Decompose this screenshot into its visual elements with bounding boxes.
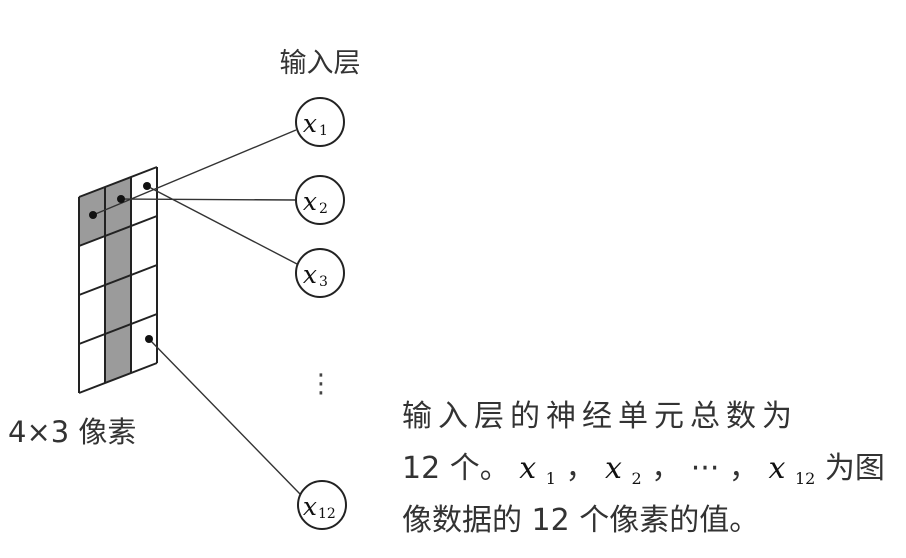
neuron-x1: x 1 xyxy=(295,97,345,147)
neuron-x1-sub: 1 xyxy=(319,123,328,139)
caption-line-2: 12 个。 x 1 ， x 2 ， ··· ， x 12 为图 xyxy=(402,451,885,492)
neuron-x3: x 3 xyxy=(295,248,345,298)
neuron-x12-sub: 12 xyxy=(318,506,336,522)
neuron-x2-sub: 2 xyxy=(319,201,328,217)
caption: 输入层的神经单元总数为 12 个。 x 1 ， x 2 ， ··· ， x 12… xyxy=(402,399,885,538)
neuron-x2: x 2 xyxy=(295,175,345,225)
grid-row-line xyxy=(78,215,158,247)
caption-sep-3: ， xyxy=(729,451,759,486)
caption-x2-var: x xyxy=(605,451,622,486)
caption-x2-sub: 2 xyxy=(631,469,641,488)
grid-row-line xyxy=(78,264,158,296)
input-layer-label: 输入层 xyxy=(280,48,361,79)
caption-line-2-suffix: 为图 xyxy=(825,451,885,486)
pixel-grid-label: 4×3 像素 xyxy=(8,415,136,449)
connection-line-x3 xyxy=(146,185,298,265)
vertical-ellipsis: ⋮ xyxy=(308,369,334,399)
connection-line-x2 xyxy=(120,198,297,201)
neuron-x3-var: x xyxy=(303,260,317,289)
caption-x1-sub: 1 xyxy=(546,469,556,488)
pixel-dot-2 xyxy=(117,195,125,203)
pixel-cell-r3c2 xyxy=(105,275,131,334)
pixel-cell-r2c2 xyxy=(105,226,131,285)
grid-row-line xyxy=(78,166,158,198)
pixel-dot-12 xyxy=(145,335,153,343)
neuron-x12-var: x xyxy=(303,492,317,521)
grid-row-line xyxy=(78,362,158,394)
caption-x12-sub: 12 xyxy=(795,469,815,488)
caption-sep-1: ， xyxy=(565,451,595,486)
caption-line-3: 像数据的 12 个像素的值。 xyxy=(402,503,759,538)
pixel-dot-1 xyxy=(89,211,97,219)
connection-line-x12 xyxy=(148,338,301,495)
pixel-grid xyxy=(79,177,131,383)
caption-line-1: 输入层的神经单元总数为 xyxy=(402,399,798,434)
caption-sep-2: ， xyxy=(651,451,681,486)
connection-line-x1 xyxy=(92,129,297,216)
neuron-x3-sub: 3 xyxy=(319,274,328,290)
neuron-x1-var: x xyxy=(303,109,317,138)
caption-x1-var: x xyxy=(519,451,536,486)
caption-line-2-prefix: 12 个。 xyxy=(402,451,510,486)
grid-row-line xyxy=(78,313,158,345)
caption-ellipsis: ··· xyxy=(691,451,720,486)
pixel-cell-r1c2 xyxy=(105,177,131,236)
pixel-dot-3 xyxy=(143,182,151,190)
pixel-cell-r4c2 xyxy=(105,324,131,383)
connection-lines xyxy=(92,129,301,495)
pixel-dots xyxy=(89,182,153,343)
caption-x12-var: x xyxy=(768,451,785,486)
neuron-x12: x 12 xyxy=(297,480,347,530)
neuron-x2-var: x xyxy=(303,187,317,216)
